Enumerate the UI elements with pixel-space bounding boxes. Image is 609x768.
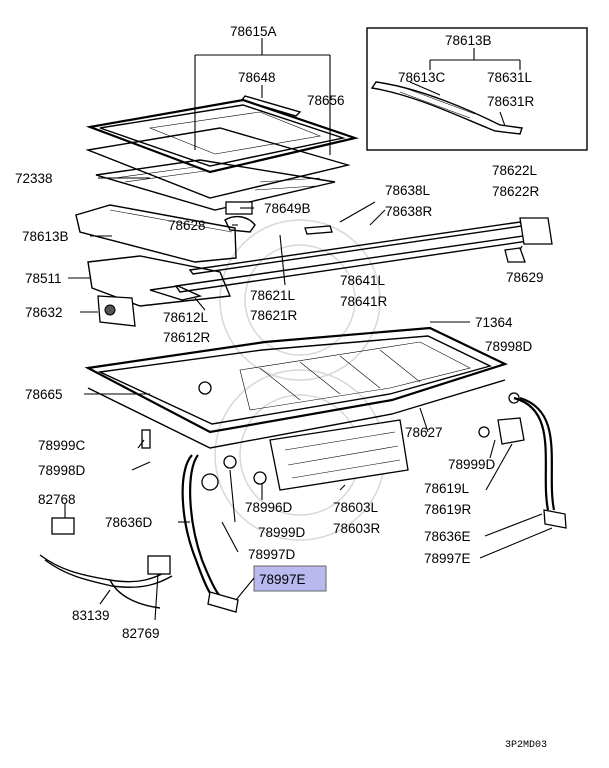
label-78631L[interactable]: 78631L: [487, 70, 533, 85]
label-78613C[interactable]: 78613C: [398, 70, 446, 85]
label-78636E[interactable]: 78636E: [424, 529, 471, 544]
label-78998D-right[interactable]: 78998D: [485, 339, 533, 354]
housing-frame: [84, 321, 508, 449]
nut-78999D: [223, 455, 237, 469]
hose-78636E: [513, 396, 550, 511]
nut-78996D: [253, 471, 267, 485]
clip-78629: [504, 247, 526, 263]
label-78641L[interactable]: 78641L: [340, 273, 386, 288]
label-78612R[interactable]: 78612R: [163, 330, 211, 345]
bracket-78603: [269, 419, 409, 491]
label-78629[interactable]: 78629: [506, 270, 544, 285]
label-78996D[interactable]: 78996D: [245, 500, 293, 515]
label-78615A[interactable]: 78615A: [230, 24, 277, 39]
rail-assembly: [68, 201, 553, 327]
headliner-panel: [95, 159, 336, 211]
drive-unit-frame: [87, 255, 232, 307]
label-78638R[interactable]: 78638R: [385, 204, 433, 219]
motor-78632: [97, 295, 136, 327]
label-78665[interactable]: 78665: [25, 387, 63, 402]
label-78621L[interactable]: 78621L: [250, 288, 296, 303]
highlight-box: [253, 565, 327, 592]
label-78649B[interactable]: 78649B: [264, 201, 311, 216]
hose-end-78997E-right: [543, 509, 567, 529]
label-78999D-center[interactable]: 78999D: [258, 525, 306, 540]
label-78641R[interactable]: 78641R: [340, 294, 388, 309]
cable-78612: [149, 285, 203, 301]
bracket-78619: [497, 417, 525, 445]
label-78603R[interactable]: 78603R: [333, 521, 381, 536]
nut-78999D-right: [478, 426, 490, 438]
label-78997E-right[interactable]: 78997E: [424, 551, 471, 566]
label-78999C[interactable]: 78999C: [38, 438, 86, 453]
label-78999D-right[interactable]: 78999D: [448, 457, 496, 472]
harness-83139: [39, 554, 171, 583]
label-78638L[interactable]: 78638L: [385, 183, 431, 198]
label-78619L[interactable]: 78619L: [424, 481, 470, 496]
label-78613B-inset[interactable]: 78613B: [445, 33, 492, 48]
label-78621R[interactable]: 78621R: [250, 308, 298, 323]
label-78632[interactable]: 78632: [25, 305, 63, 320]
sunshade-inset-part: [370, 81, 523, 135]
label-83139[interactable]: 83139: [72, 608, 110, 623]
glass-panel-assembly: [85, 95, 359, 215]
top-leaders: [98, 38, 331, 226]
hinge-78628: [224, 215, 256, 233]
label-78622L[interactable]: 78622L: [492, 163, 538, 178]
hose-78636D: [181, 454, 215, 599]
label-78619R[interactable]: 78619R: [424, 502, 472, 517]
label-78997E-highlight[interactable]: 78997E: [259, 572, 306, 587]
inset-box: [366, 27, 588, 151]
label-78622R[interactable]: 78622R: [492, 184, 540, 199]
label-78997D[interactable]: 78997D: [248, 547, 296, 562]
label-78648[interactable]: 78648: [238, 70, 276, 85]
rail-end-78622: [519, 217, 553, 245]
label-72338[interactable]: 72338: [15, 171, 53, 186]
label-71364[interactable]: 71364: [475, 315, 513, 330]
sunshade-assembly: [75, 204, 256, 263]
grommet-78997D: [201, 473, 219, 491]
label-78636D[interactable]: 78636D: [105, 515, 153, 530]
label-82769[interactable]: 82769: [122, 626, 160, 641]
molding-strip: [240, 95, 302, 117]
bolt-78999C: [141, 429, 151, 449]
drain-hoses: [178, 396, 567, 613]
label-78511[interactable]: 78511: [25, 271, 62, 286]
label-78656[interactable]: 78656: [307, 93, 345, 108]
label-78998D-left[interactable]: 78998D: [38, 463, 86, 478]
connector-82769: [147, 555, 171, 575]
sunshade-panel: [75, 204, 237, 263]
housing-71364: [84, 326, 508, 434]
label-82768[interactable]: 82768: [38, 492, 76, 507]
hose-end-78997E-left: [207, 591, 239, 613]
label-78627[interactable]: 78627: [405, 425, 443, 440]
glass-weatherstrip: [85, 127, 351, 199]
drain-78665: [198, 381, 212, 395]
diagram-code: 3P2MD03: [505, 740, 547, 751]
label-78628[interactable]: 78628: [168, 218, 206, 233]
label-78612L[interactable]: 78612L: [163, 310, 209, 325]
lower-parts: [131, 392, 525, 523]
seal-78638: [304, 225, 333, 235]
label-78613B-left[interactable]: 78613B: [22, 229, 69, 244]
wire-harness: [39, 504, 173, 621]
label-78603L[interactable]: 78603L: [333, 500, 379, 515]
label-78631R[interactable]: 78631R: [487, 94, 535, 109]
glass-panel: [85, 98, 359, 174]
switch-82768: [51, 517, 75, 535]
part-labels: 78615A 78648 78656 72338 78649B 78628 78…: [15, 24, 547, 751]
